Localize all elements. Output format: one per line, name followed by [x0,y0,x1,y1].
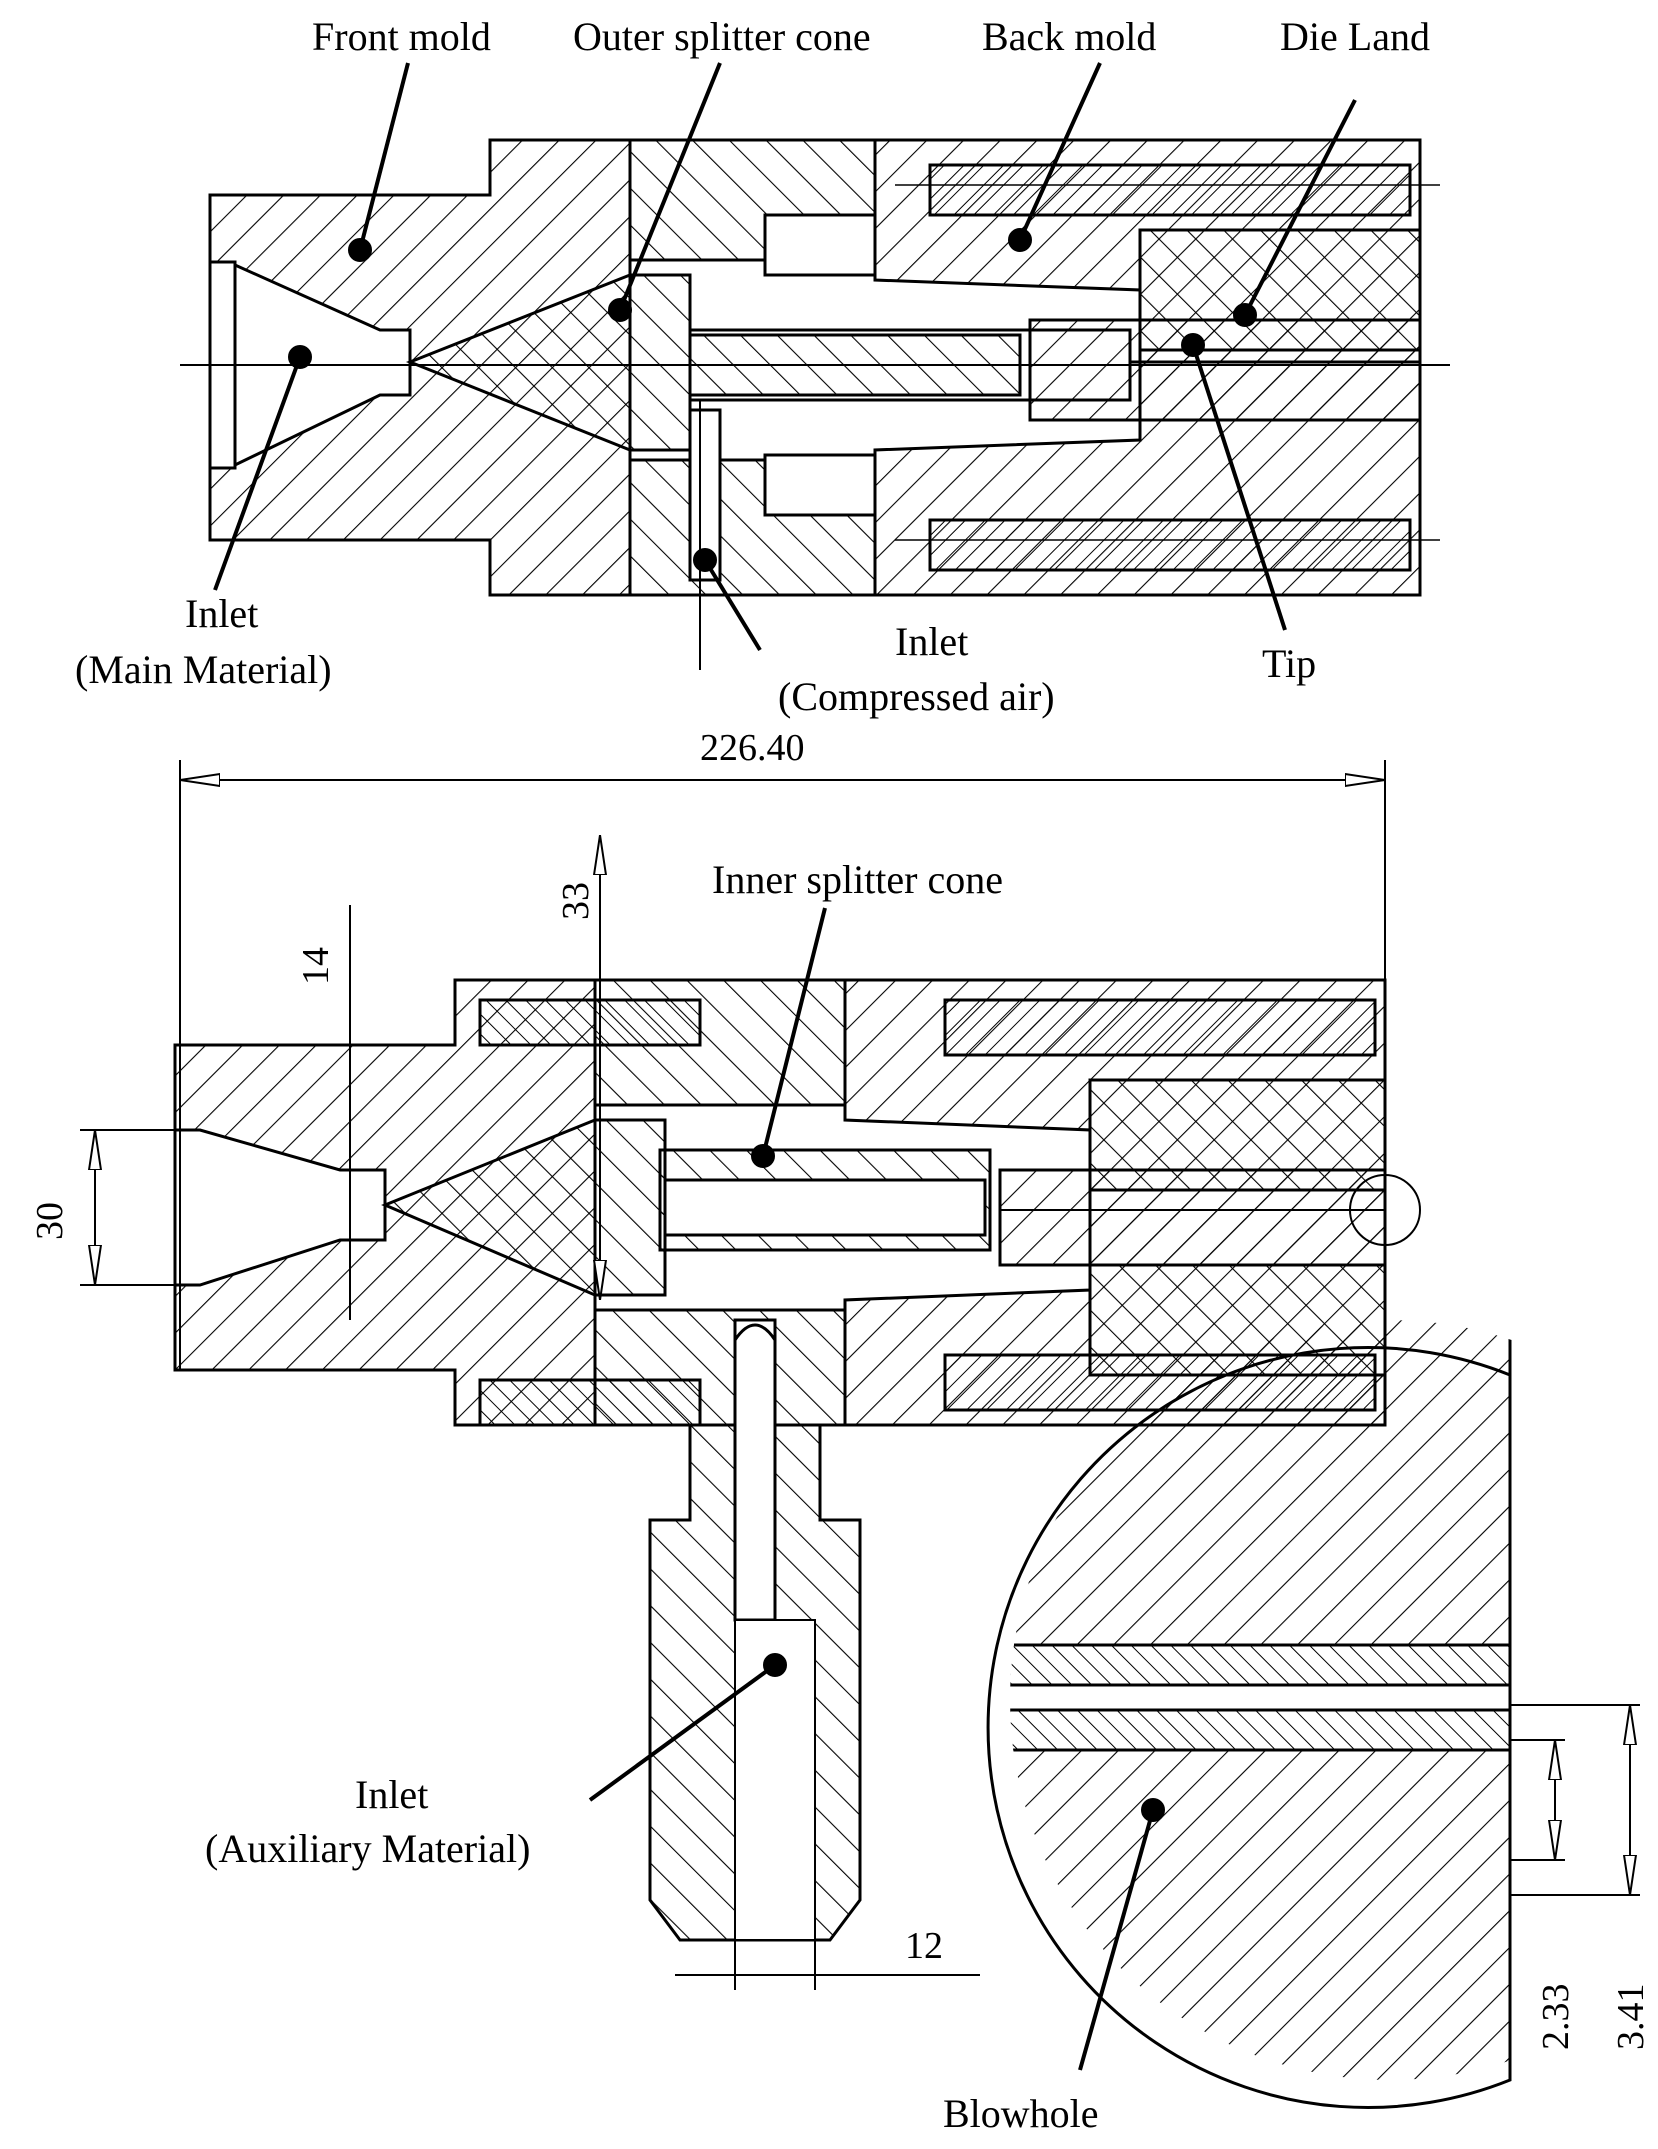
label-inner-splitter-cone: Inner splitter cone [712,857,1003,902]
label-inlet-main-2: (Main Material) [75,647,332,692]
label-front-mold: Front mold [312,14,491,59]
label-inlet-air-2: (Compressed air) [778,674,1055,719]
label-die-land: Die Land [1280,14,1430,59]
dot-front-mold [348,238,372,262]
bolt-upper [928,163,1412,217]
label-inlet-air-1: Inlet [895,619,968,664]
dot-blowhole [1141,1798,1165,1822]
leader-inlet-aux [588,1663,777,1802]
leader-front-mold [358,62,410,251]
blowhole-detail-view [986,1320,1512,2109]
dot-back-mold [1008,228,1032,252]
leader-inner-splitter [761,907,827,1157]
leader-inlet-main [213,356,302,591]
dot-inner-splitter [751,1144,775,1168]
dim-overall-text: 226.40 [700,727,805,769]
dot-die-land [1233,303,1257,327]
leader-outer-splitter [618,62,722,311]
dim-33-text: 33 [555,882,597,920]
dot-outer-splitter [608,298,632,322]
label-inlet-main-1: Inlet [185,591,258,636]
dot-inlet-main [288,345,312,369]
top-cross-section [180,138,1450,670]
dim-14-text: 14 [295,947,337,985]
tip-block [1028,318,1422,422]
leader-die-land [1243,99,1357,316]
dot-inlet-air [693,548,717,572]
leader-blowhole [1078,1809,1155,2071]
aux-inlet-channel [733,1318,777,1622]
label-inlet-aux-2: (Auxiliary Material) [205,1826,530,1871]
label-blowhole: Blowhole [943,2091,1099,2136]
leader-back-mold [1018,62,1102,241]
tip-wall-upper [1010,1643,1512,1687]
dim-30-text: 30 [29,1202,71,1240]
label-outer-splitter-cone: Outer splitter cone [573,14,871,59]
label-tip: Tip [1262,641,1316,686]
dim-233-text: 2.33 [1535,1984,1577,2051]
leader-tip [1191,344,1287,631]
dim-341-text: 3.41 [1610,1984,1652,2051]
label-back-mold: Back mold [982,14,1156,59]
dim-12-text: 12 [905,1925,943,1967]
bolt-lower [928,518,1412,572]
label-inlet-aux-1: Inlet [355,1772,428,1817]
dot-tip [1181,333,1205,357]
bolt-upper-2 [943,998,1377,1057]
tip-wall-lower [1010,1708,1512,1752]
dot-inlet-aux [763,1653,787,1677]
detail-outline [986,1346,1512,2109]
leader-inlet-air [703,558,762,652]
